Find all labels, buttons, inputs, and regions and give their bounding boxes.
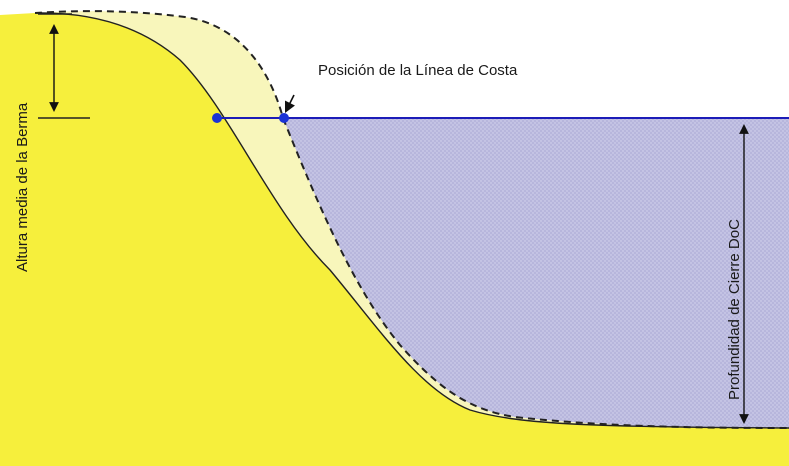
- profile-shift-band: [35, 11, 789, 429]
- shifted-profile-line: [34, 10, 789, 429]
- closure-depth-label: Profundidad de Cierre DoC: [726, 219, 743, 400]
- shoreline-pointer-arrow: [284, 94, 296, 114]
- berm-height-label: Altura media de la Berma: [14, 102, 31, 272]
- sand-body: [0, 12, 789, 466]
- initial-shoreline-marker: [212, 113, 222, 123]
- initial-profile-line: [34, 12, 789, 429]
- shifted-shoreline-marker: [279, 113, 289, 123]
- water-body: [283, 118, 789, 428]
- shoreline-position-label: Posición de la Línea de Costa: [318, 62, 518, 79]
